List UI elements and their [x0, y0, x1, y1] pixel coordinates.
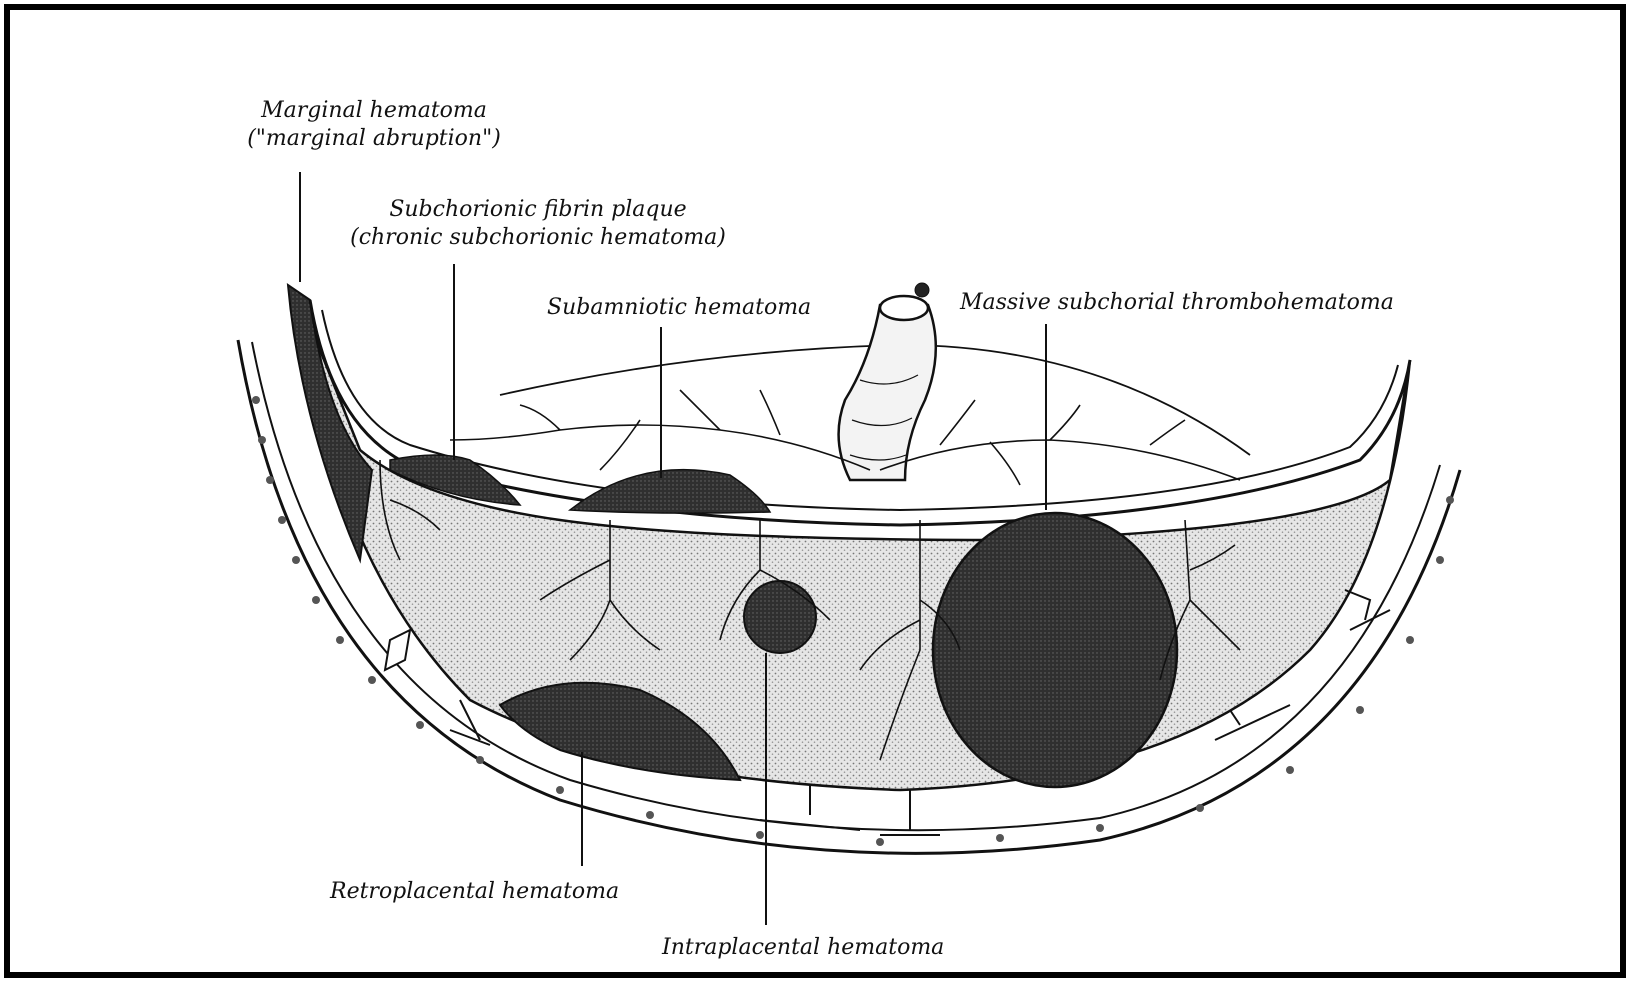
label-massive-subchorial-thrombohematoma: Massive subchorial thrombohematoma — [960, 289, 1394, 317]
label-intraplacental-hematoma: Intraplacental hematoma — [662, 934, 944, 962]
label-marginal-hematoma: Marginal hematoma ("marginal abruption") — [224, 97, 524, 153]
label-subamniotic-hematoma: Subamniotic hematoma — [547, 294, 811, 322]
label-retroplacental-hematoma: Retroplacental hematoma — [330, 878, 619, 906]
label-subchorionic-fibrin-plaque: Subchorionic fibrin plaque (chronic subc… — [338, 196, 738, 252]
marginal-hematoma-shape — [288, 285, 372, 560]
placenta-body — [300, 300, 1410, 790]
label-marginal-line2: ("marginal abruption") — [224, 125, 524, 153]
label-subchorionic-line2: (chronic subchorionic hematoma) — [338, 224, 738, 252]
intraplacental-hematoma-shape — [744, 581, 816, 653]
label-subchorionic-line1: Subchorionic fibrin plaque — [338, 196, 738, 224]
subamniotic-hematoma-shape — [570, 470, 770, 513]
umbilical-cord — [839, 283, 936, 480]
label-marginal-line1: Marginal hematoma — [224, 97, 524, 125]
massive-thrombohematoma-shape — [933, 513, 1177, 787]
